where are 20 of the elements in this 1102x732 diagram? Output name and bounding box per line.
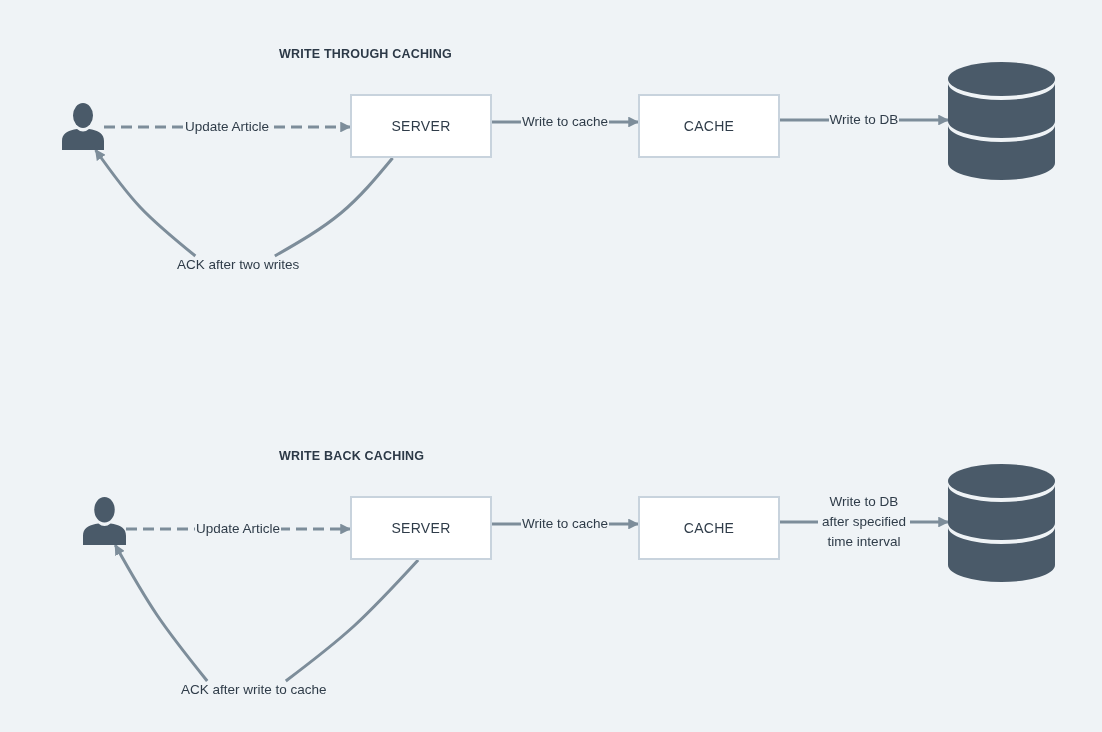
arrow xyxy=(113,544,209,682)
process-box xyxy=(638,94,780,158)
person-icon xyxy=(62,103,104,150)
connector-line xyxy=(274,157,394,258)
note-text: ACK after write to cache xyxy=(181,681,327,699)
person-icon xyxy=(83,497,126,545)
section-heading: WRITE BACK CACHING xyxy=(279,449,425,463)
note-text: ACK after two writes xyxy=(177,256,300,274)
process-box xyxy=(638,496,780,560)
node-label: SERVER xyxy=(391,520,451,536)
node-label: CACHE xyxy=(683,118,735,134)
database-cylinder xyxy=(948,62,1055,180)
database-cylinder xyxy=(948,464,1055,582)
section-heading: WRITE THROUGH CACHING xyxy=(279,47,452,61)
arrow xyxy=(94,149,197,258)
node-label: SERVER xyxy=(391,118,451,134)
node-label: CACHE xyxy=(683,520,735,536)
connector-line xyxy=(284,559,420,683)
process-box xyxy=(350,496,492,560)
process-box xyxy=(350,94,492,158)
